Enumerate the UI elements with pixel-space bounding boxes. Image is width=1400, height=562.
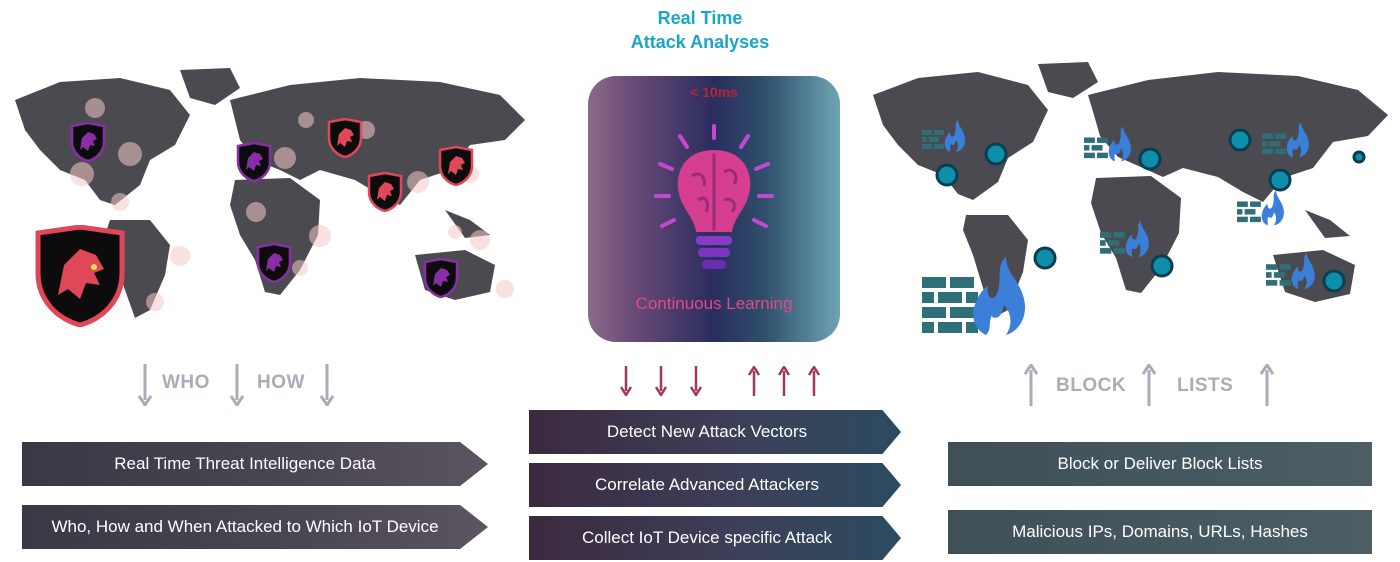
firewall-icon: [1084, 126, 1131, 162]
up-arrow-icon: [748, 366, 760, 396]
down-arrow-icon: [690, 366, 702, 396]
firewall-icon: [1266, 252, 1315, 290]
up-arrow-icon: [1260, 364, 1274, 406]
down-arrow-icon: [138, 364, 152, 406]
collect-attack-banner: Collect IoT Device specific Attack: [529, 516, 901, 560]
up-arrow-icon: [1024, 364, 1038, 406]
down-arrow-icon: [230, 364, 244, 406]
title-line-1: Real Time: [657, 8, 743, 28]
large-attacker-shield-icon: [35, 225, 125, 327]
lists-label: LISTS: [1177, 375, 1234, 396]
firewall-icon: [1262, 122, 1309, 158]
down-arrow-icon: [620, 366, 632, 396]
attacker-shield-icon: [327, 118, 363, 158]
attack-details-banner: Who, How and When Attacked to Which IoT …: [22, 505, 488, 549]
up-arrow-icon: [778, 366, 790, 396]
diagram-title: Real Time Attack Analyses: [560, 6, 840, 54]
firewall-icon: [922, 120, 966, 152]
continuous-learning-panel: < 10ms Continuous Learning: [588, 76, 840, 342]
latency-label: < 10ms: [690, 84, 738, 100]
malicious-indicators-banner: Malicious IPs, Domains, URLs, Hashes: [948, 510, 1372, 554]
attacker-shield-icon: [367, 172, 403, 212]
left-world-map: [15, 68, 525, 318]
block-lists-banner: Block or Deliver Block Lists: [948, 442, 1372, 486]
up-arrow-icon: [1142, 364, 1156, 406]
block-label: BLOCK: [1056, 375, 1127, 396]
down-arrow-icon: [320, 364, 334, 406]
down-arrow-icon: [655, 366, 667, 396]
firewall-icon: [1237, 190, 1284, 226]
up-arrow-icon: [808, 366, 820, 396]
attacker-shield-icon: [423, 258, 459, 298]
attacker-shield-icon: [256, 243, 292, 283]
detect-vectors-banner: Detect New Attack Vectors: [529, 410, 901, 454]
who-label: WHO: [162, 372, 210, 393]
correlate-attackers-banner: Correlate Advanced Attackers: [529, 463, 901, 507]
continuous-learning-label: Continuous Learning: [635, 294, 793, 313]
brain-lightbulb-icon: [654, 124, 774, 269]
attacker-shield-icon: [70, 122, 106, 162]
threat-intelligence-banner: Real Time Threat Intelligence Data: [22, 442, 488, 486]
how-label: HOW: [257, 372, 305, 393]
title-line-2: Attack Analyses: [630, 32, 770, 52]
firewall-icon: [922, 257, 1026, 335]
firewall-icon: [1100, 220, 1149, 258]
attacker-shield-icon: [438, 146, 474, 186]
attacker-shield-icon: [236, 142, 272, 182]
